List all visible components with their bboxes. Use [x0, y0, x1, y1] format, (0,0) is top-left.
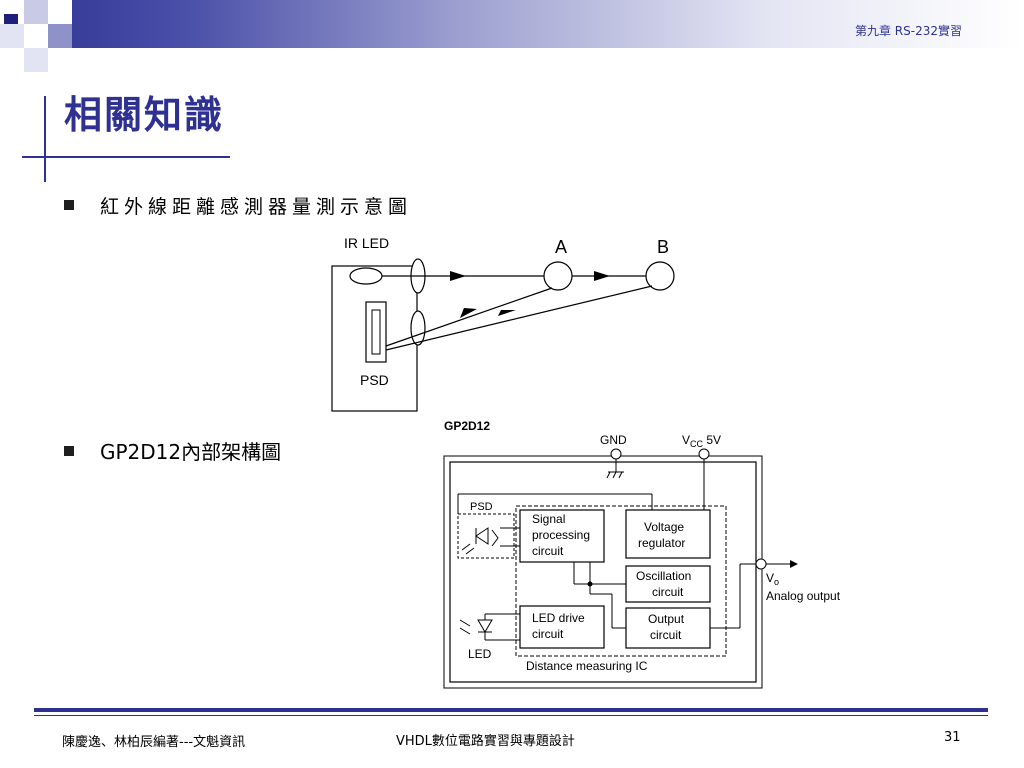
psd-label: PSD: [470, 501, 493, 513]
signal-processing-block: [519, 509, 605, 563]
footer-page-number: 31: [944, 730, 961, 745]
target-a: [543, 261, 573, 291]
inner-frame: [449, 461, 757, 683]
bullet-text-gp2d12: GP2D12內部架構圖: [100, 440, 282, 464]
bullet-marker: [64, 200, 74, 210]
gnd-terminal: [610, 448, 622, 460]
page-title: 相關知識: [64, 92, 225, 137]
led-drive-block: [519, 605, 605, 649]
point-b-label: B: [657, 237, 669, 257]
ic-boundary: [515, 505, 727, 657]
reflect-arrow: [498, 310, 516, 316]
analog-output-label: Analog output: [766, 589, 841, 603]
led-rays-icon: [459, 619, 471, 635]
decor-square: [24, 48, 48, 72]
beam-arrow: [450, 271, 466, 281]
decor-square: [24, 24, 48, 48]
gp2d12-block-diagram: GP2D12 GND VCC 5V PSD Distance measuring…: [443, 419, 841, 689]
decor-square: [48, 24, 72, 48]
osc-label-2: circuit: [652, 585, 684, 599]
signal-label-1: Signal: [532, 512, 565, 526]
ir-led-shape: [349, 267, 383, 285]
voltage-regulator-block: [625, 509, 711, 559]
vo-label: Vo: [766, 571, 779, 587]
vcc-terminal: [698, 448, 710, 460]
ir-measurement-diagram: IR LED A B PSD: [331, 235, 675, 412]
output-block: [625, 607, 711, 649]
voltage-label-1: Voltage: [644, 520, 684, 534]
gnd-hatch: [606, 471, 611, 479]
reflect-arrow: [460, 308, 477, 318]
output-terminal: [755, 558, 767, 570]
led-drive-label-2: circuit: [532, 627, 564, 641]
ir-led-label: IR LED: [344, 235, 389, 251]
signal-label-2: processing: [532, 528, 590, 542]
footer-line-thick: [34, 708, 988, 712]
outer-frame: [443, 455, 763, 689]
title-horizontal-line: [22, 156, 230, 158]
decor-square: [0, 24, 24, 48]
beam-arrow: [594, 271, 610, 281]
bullet-marker: [64, 446, 74, 456]
ic-label: Distance measuring IC: [526, 659, 648, 673]
decor-square: [48, 0, 72, 24]
footer-line-thin: [34, 715, 988, 716]
title-vertical-line: [44, 96, 46, 182]
gnd-hatch: [612, 471, 617, 479]
photodiode-icon: [475, 527, 499, 547]
led-label: LED: [468, 647, 492, 661]
point-a-label: A: [555, 237, 567, 257]
reflect-from-a: [385, 287, 553, 347]
target-b: [645, 261, 675, 291]
footer-book-title: VHDL數位電路實習與專題設計: [396, 734, 575, 749]
signal-label-3: circuit: [532, 544, 564, 558]
osc-label-1: Oscillation: [636, 569, 691, 583]
output-label-1: Output: [648, 612, 685, 626]
footer-authors: 陳慶逸、林柏辰編著---文魁資訊: [62, 735, 246, 750]
gnd-hatch: [618, 471, 623, 479]
decor-square: [24, 0, 48, 24]
gnd-label: GND: [600, 433, 627, 447]
vcc-label: VCC 5V: [682, 433, 721, 449]
output-label-2: circuit: [650, 628, 682, 642]
chapter-label: 第九章 RS-232實習: [854, 24, 962, 38]
psd-inner: [371, 309, 381, 355]
psd-box: [457, 513, 515, 559]
gp2d12-title: GP2D12: [444, 419, 490, 433]
header-band: [0, 0, 1024, 48]
oscillation-block: [625, 565, 711, 603]
led-drive-label-1: LED drive: [532, 611, 585, 625]
bullet-text-ir-diagram: 紅外線距離感測器量測示意圖: [100, 196, 413, 218]
output-arrow: [790, 560, 798, 568]
led-diode-icon: [477, 619, 493, 633]
lens-bottom: [410, 310, 426, 346]
psd-label: PSD: [360, 372, 389, 388]
reflect-from-b: [385, 285, 653, 351]
voltage-label-2: regulator: [638, 536, 685, 550]
light-rays-icon: [461, 543, 475, 555]
